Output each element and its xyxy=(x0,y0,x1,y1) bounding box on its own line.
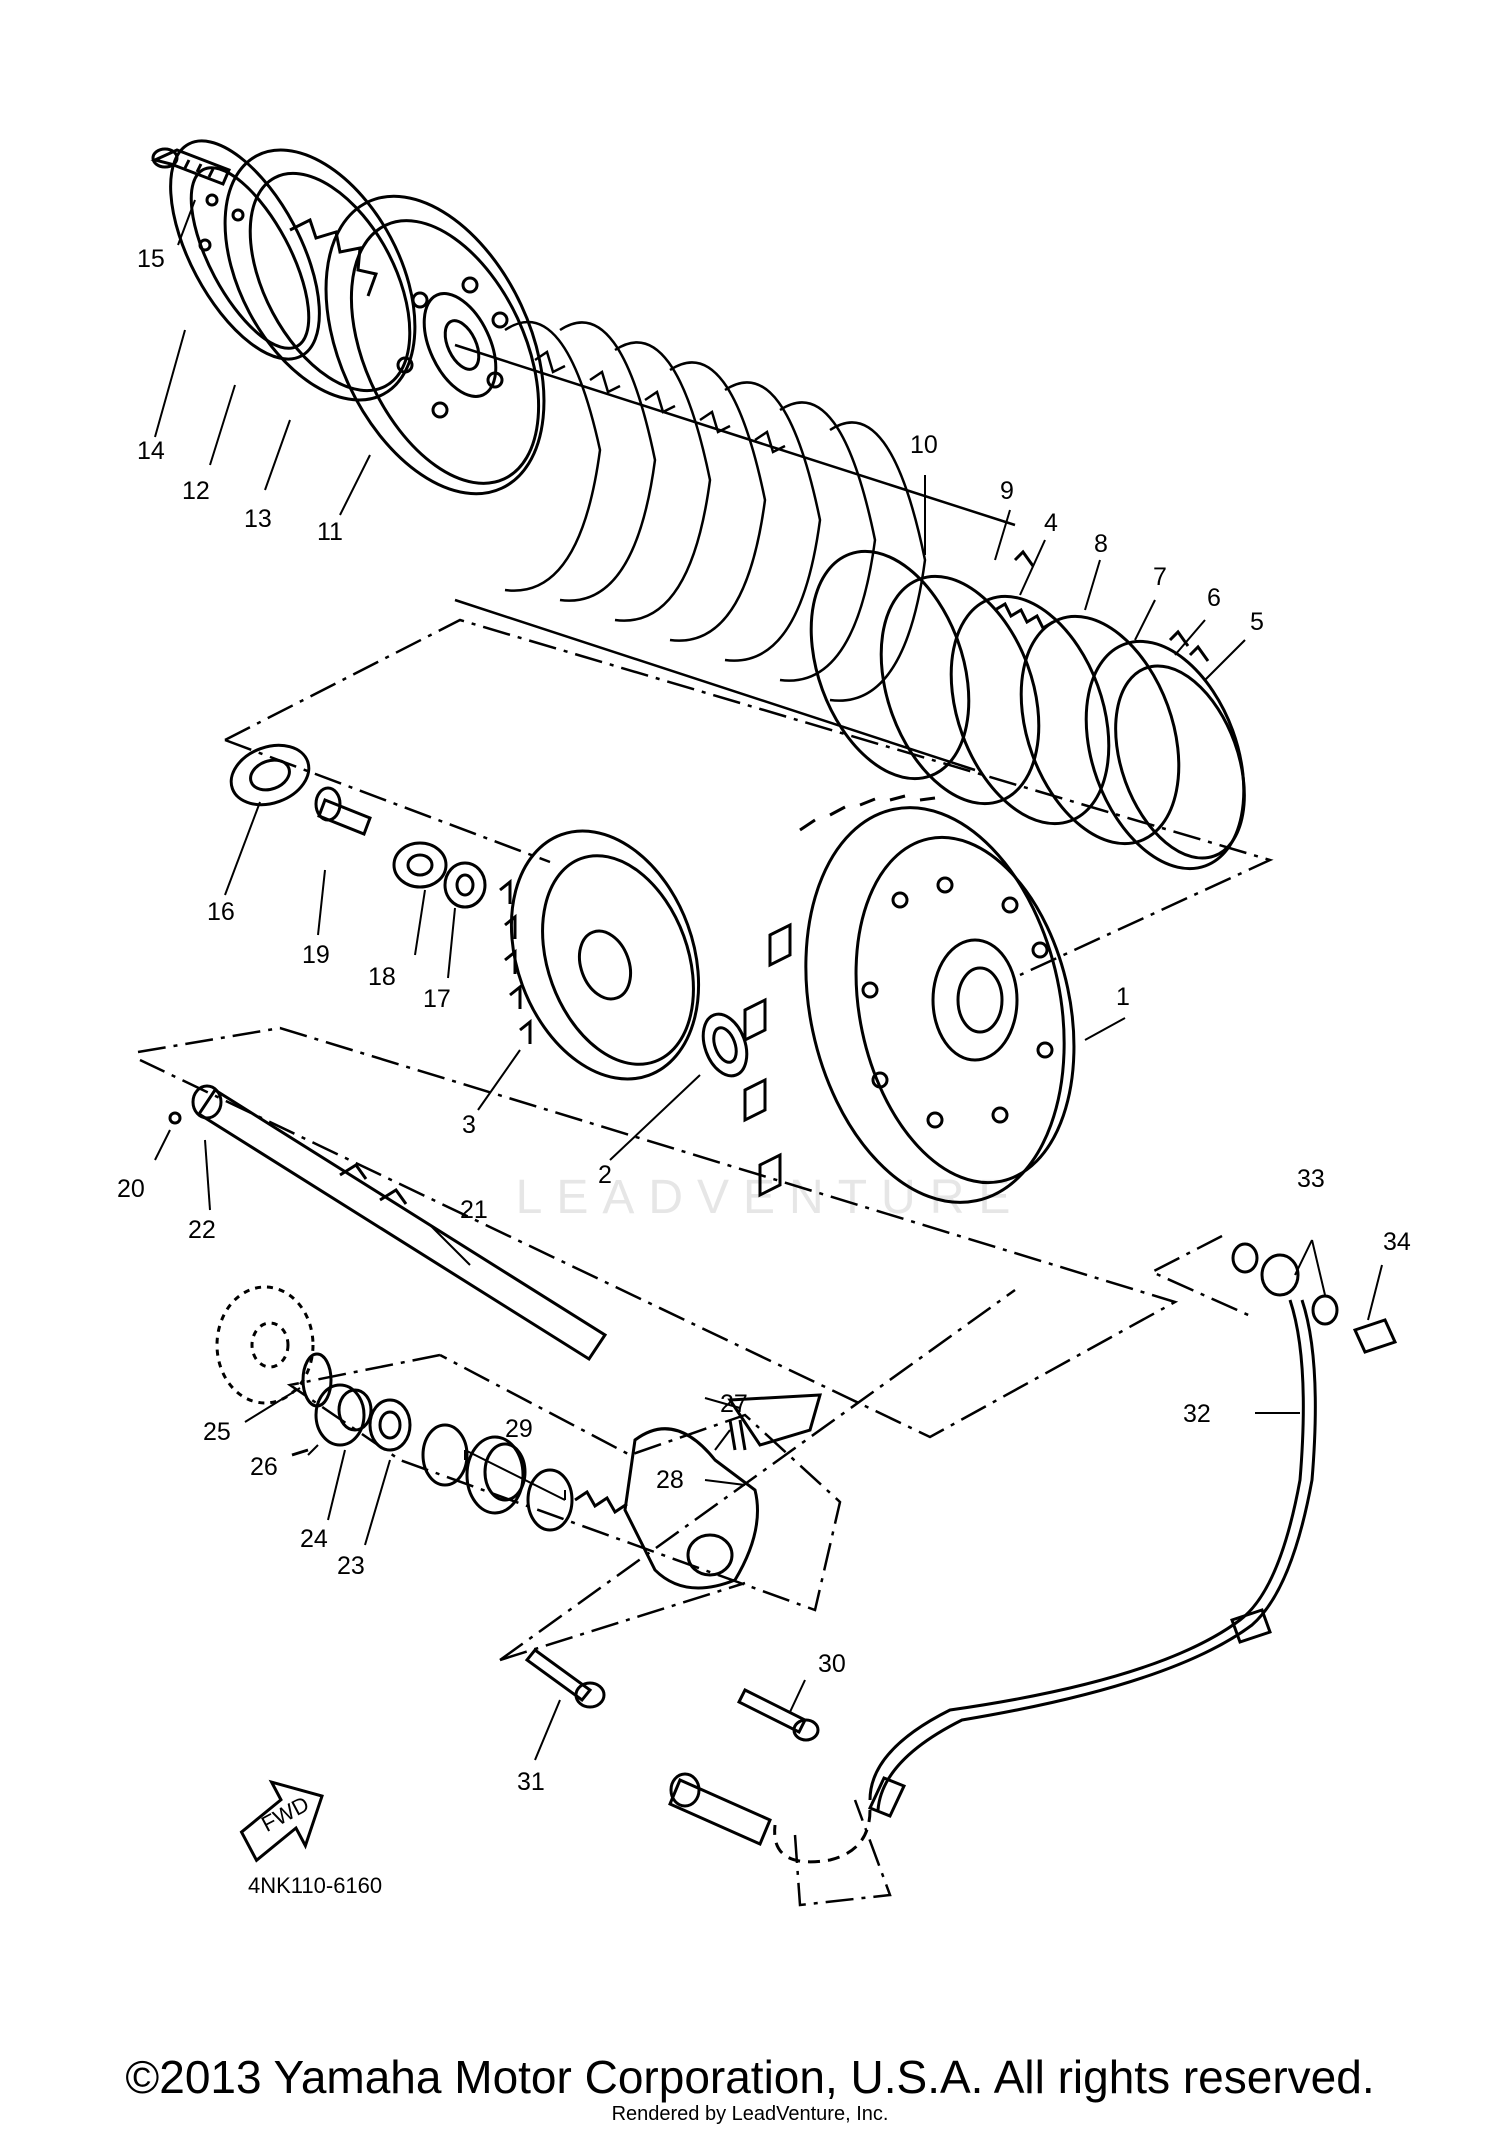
callout-29: 29 xyxy=(505,1415,533,1443)
assembly-frames xyxy=(137,618,1274,1907)
callout-25: 25 xyxy=(203,1418,231,1446)
callout-16: 16 xyxy=(207,898,235,926)
bolt-30 xyxy=(736,1687,820,1742)
callout-8: 8 xyxy=(1094,530,1108,558)
callout-4: 4 xyxy=(1044,509,1058,537)
callout-32: 32 xyxy=(1183,1400,1211,1428)
callout-34: 34 xyxy=(1383,1228,1411,1256)
fwd-arrow-icon xyxy=(239,1779,324,1863)
callout-11: 11 xyxy=(317,518,343,546)
callout-3: 3 xyxy=(462,1111,476,1139)
callout-23: 23 xyxy=(337,1552,365,1580)
leader-lines xyxy=(154,199,1383,1761)
slave-cylinder-kit xyxy=(421,1423,628,1532)
clutch-boss xyxy=(324,194,546,496)
push-rod-shaft xyxy=(168,1084,608,1362)
callout-13: 13 xyxy=(244,505,272,533)
callout-24: 24 xyxy=(300,1525,328,1553)
callout-31: 31 xyxy=(517,1768,545,1796)
callout-9: 9 xyxy=(1000,477,1014,505)
renderer-credit: Rendered by LeadVenture, Inc. xyxy=(611,2103,889,2125)
friction-plate-stack xyxy=(454,320,1016,772)
callout-labels: 1 2 3 4 5 6 7 8 9 10 11 12 13 14 15 16 1… xyxy=(117,245,1411,1898)
callout-17: 17 xyxy=(423,985,451,1013)
callout-28: 28 xyxy=(656,1466,684,1494)
small-bearing-group xyxy=(229,743,487,909)
callout-2: 2 xyxy=(598,1161,612,1189)
callout-15: 15 xyxy=(137,245,165,273)
callout-30: 30 xyxy=(818,1650,846,1678)
seal-bearing-group xyxy=(215,1285,412,1457)
hose-end-fitting xyxy=(668,1772,772,1846)
callout-20: 20 xyxy=(117,1175,145,1203)
callout-33: 33 xyxy=(1297,1165,1325,1193)
slave-cylinder-body xyxy=(623,1393,823,1590)
thrust-washer xyxy=(701,1012,749,1078)
callout-5: 5 xyxy=(1250,608,1264,636)
copyright-notice: ©2013 Yamaha Motor Corporation, U.S.A. A… xyxy=(125,2051,1375,2103)
callout-27: 27 xyxy=(720,1390,748,1418)
callout-6: 6 xyxy=(1207,584,1221,612)
primary-gear xyxy=(499,829,701,1081)
callout-12: 12 xyxy=(182,477,210,505)
callout-19: 19 xyxy=(302,941,330,969)
callout-14: 14 xyxy=(137,437,165,465)
callout-7: 7 xyxy=(1153,563,1167,591)
clutch-housing xyxy=(743,794,1076,1204)
bolt-31 xyxy=(524,1647,606,1709)
part-code: 4NK110-6160 xyxy=(248,1873,382,1898)
callout-10: 10 xyxy=(910,431,938,459)
banjo-fitting xyxy=(1231,1242,1398,1354)
callout-18: 18 xyxy=(368,963,396,991)
callout-26: 26 xyxy=(250,1453,278,1481)
clutch-hose xyxy=(773,1299,1317,1864)
damper-and-plate-rings xyxy=(809,549,1246,871)
fwd-label: FWD xyxy=(257,1791,313,1837)
callout-1: 1 xyxy=(1116,983,1130,1011)
bolt-15 xyxy=(150,147,231,186)
callout-21: 21 xyxy=(460,1196,488,1224)
callout-22: 22 xyxy=(188,1216,216,1244)
pressure-plate-cover xyxy=(169,139,417,402)
